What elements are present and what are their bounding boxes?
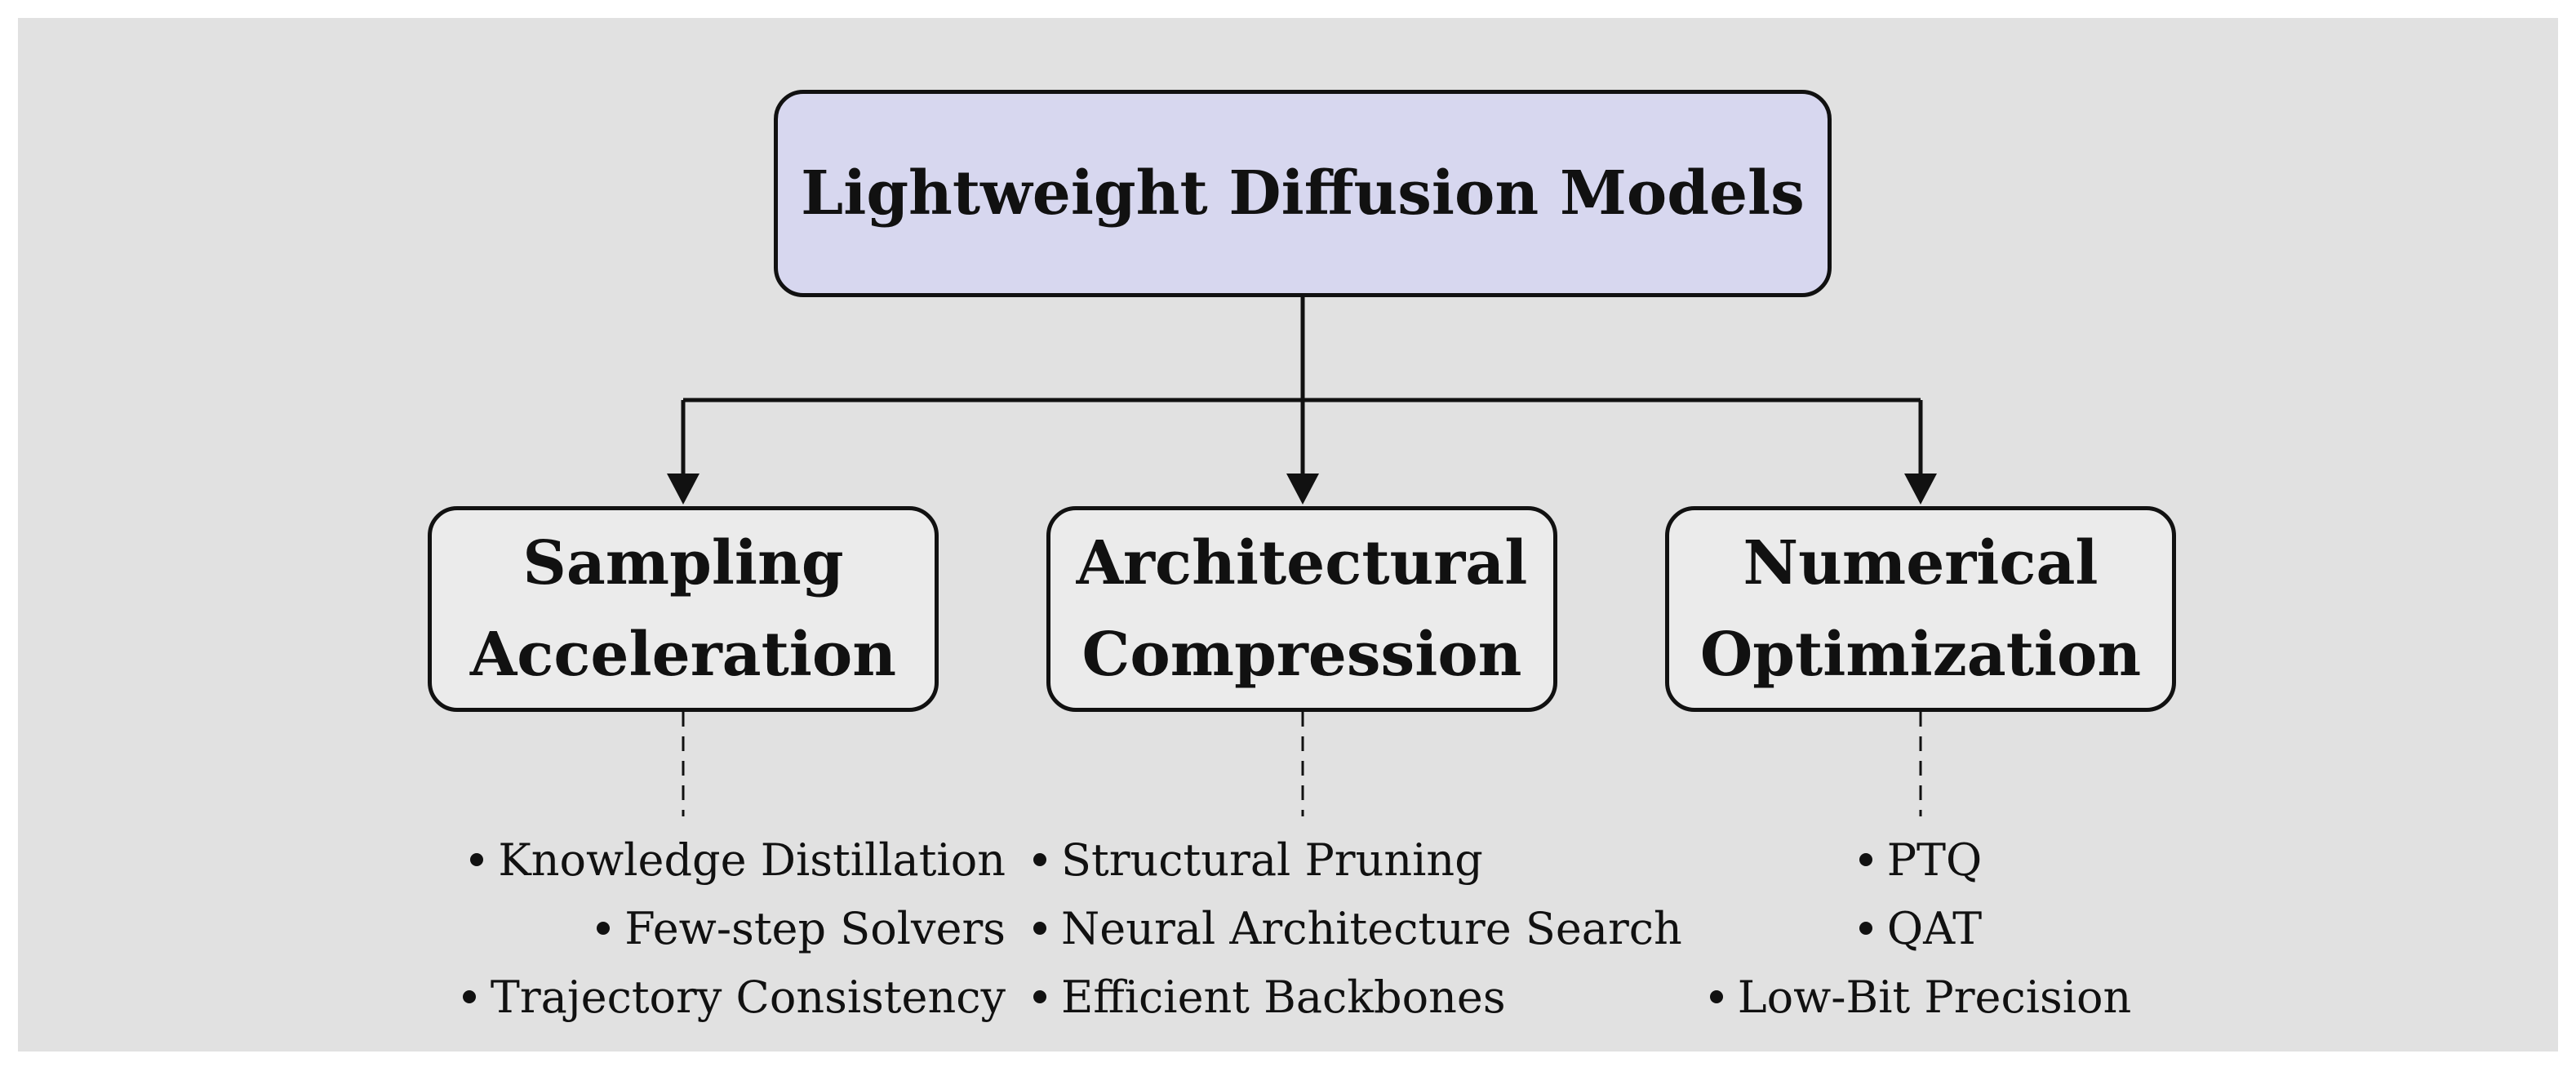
bullet-icon [462, 990, 476, 1003]
list-item: PTQ [1665, 826, 2176, 895]
root-node-label: Lightweight Diffusion Models [801, 158, 1805, 229]
list-item: Low-Bit Precision [1665, 963, 2176, 1032]
node-title-line2: Acceleration [469, 620, 897, 690]
node-title-line2: Optimization [1699, 620, 2142, 690]
list-numerical-optimization: PTQ QAT Low-Bit Precision [1665, 826, 2176, 1032]
node-title-line2: Compression [1081, 620, 1522, 690]
root-node: Lightweight Diffusion Models [774, 90, 1832, 297]
list-architectural-compression: Structural Pruning Neural Architecture S… [1033, 826, 1682, 1032]
node-title-line1: Numerical [1743, 528, 2099, 598]
list-item: QAT [1665, 895, 2176, 963]
list-sampling-acceleration: Knowledge Distillation Few-step Solvers … [462, 826, 1006, 1032]
node-architectural-compression: Architectural Compression [1046, 506, 1557, 712]
node-numerical-optimization: Numerical Optimization [1665, 506, 2176, 712]
list-item: Trajectory Consistency [462, 963, 1006, 1032]
arrowhead-architectural [1286, 474, 1319, 505]
bullet-icon [1033, 853, 1046, 866]
bullet-icon [597, 922, 611, 935]
list-item: Efficient Backbones [1033, 963, 1682, 1032]
node-sampling-acceleration: Sampling Acceleration [428, 506, 939, 712]
list-item: Few-step Solvers [463, 895, 1006, 963]
bullet-icon [1859, 922, 1872, 935]
list-item: Neural Architecture Search [1033, 895, 1682, 963]
bullet-icon [1859, 853, 1872, 866]
bullet-icon [1709, 990, 1723, 1003]
arrowhead-numerical [1904, 474, 1937, 505]
list-item: Structural Pruning [1033, 826, 1682, 895]
list-item: Knowledge Distillation [463, 826, 1006, 895]
bullet-icon [470, 853, 484, 866]
bullet-icon [1033, 922, 1046, 935]
arrowhead-sampling [667, 474, 700, 505]
bullet-icon [1033, 990, 1046, 1003]
node-title-line1: Sampling [522, 528, 844, 598]
node-title-line1: Architectural [1076, 528, 1528, 598]
